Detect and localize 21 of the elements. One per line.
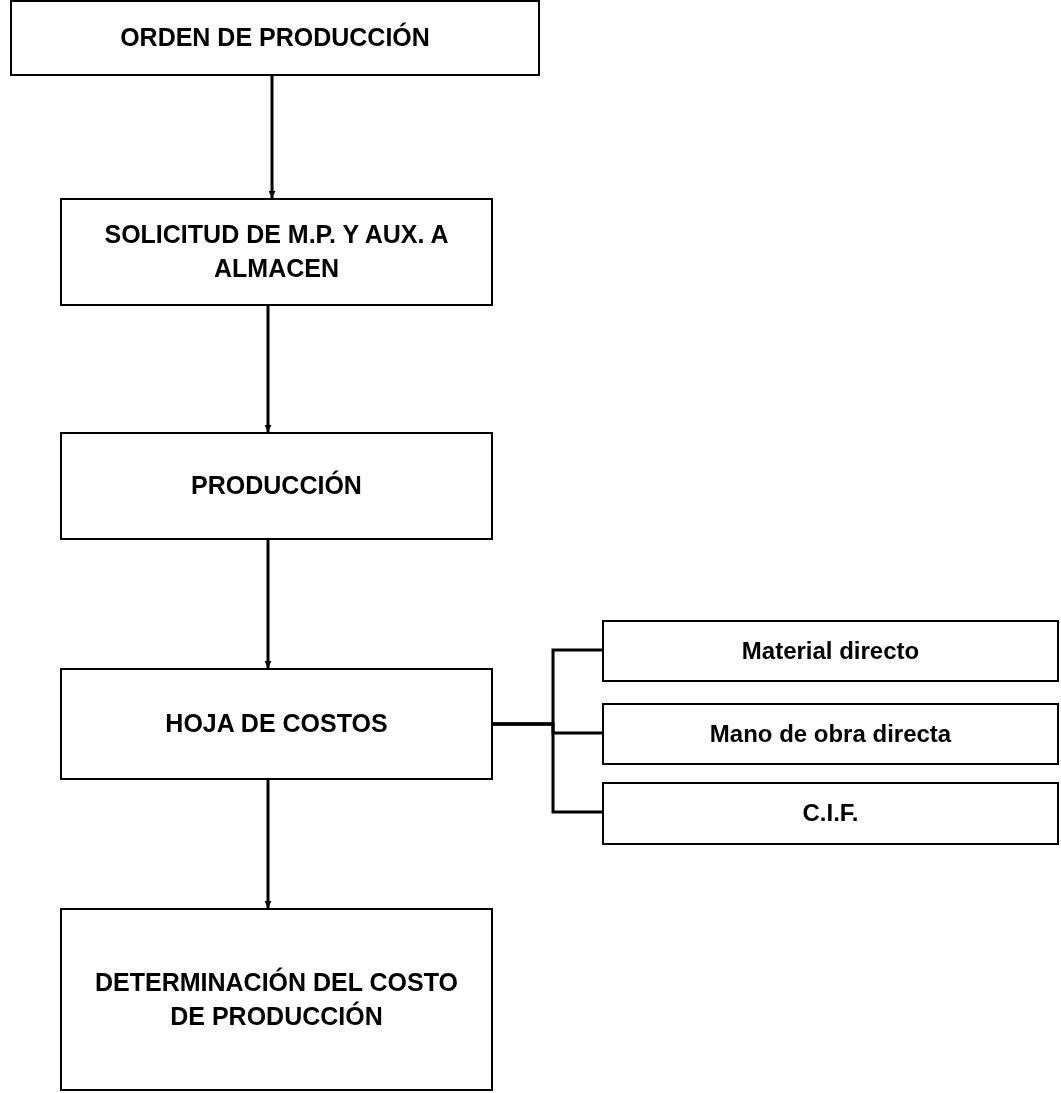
process-box [602, 703, 1059, 765]
process-box [602, 620, 1059, 682]
arrow [264, 540, 272, 668]
box-label: Mano de obra directa [709, 718, 952, 749]
process-box [60, 668, 493, 780]
process-box [60, 198, 493, 306]
process-box [60, 908, 493, 1091]
arrow [268, 76, 276, 198]
box-label: DETERMINACIÓN DEL COSTO DE PRODUCCIÓN [94, 966, 459, 1032]
arrow [264, 306, 272, 432]
box-label: ORDEN DE PRODUCCIÓN [120, 21, 430, 54]
box-label: SOLICITUD DE M.P. Y AUX. A ALMACEN [103, 219, 450, 284]
connector-line [493, 722, 602, 814]
box-label: PRODUCCIÓN [191, 469, 362, 502]
arrow [264, 780, 272, 908]
box-label: HOJA DE COSTOS [165, 708, 388, 740]
box-label: C.I.F. [802, 798, 859, 829]
process-box [60, 432, 493, 540]
process-box [602, 782, 1059, 845]
box-label: Material directo [741, 635, 920, 666]
process-box [10, 0, 540, 76]
